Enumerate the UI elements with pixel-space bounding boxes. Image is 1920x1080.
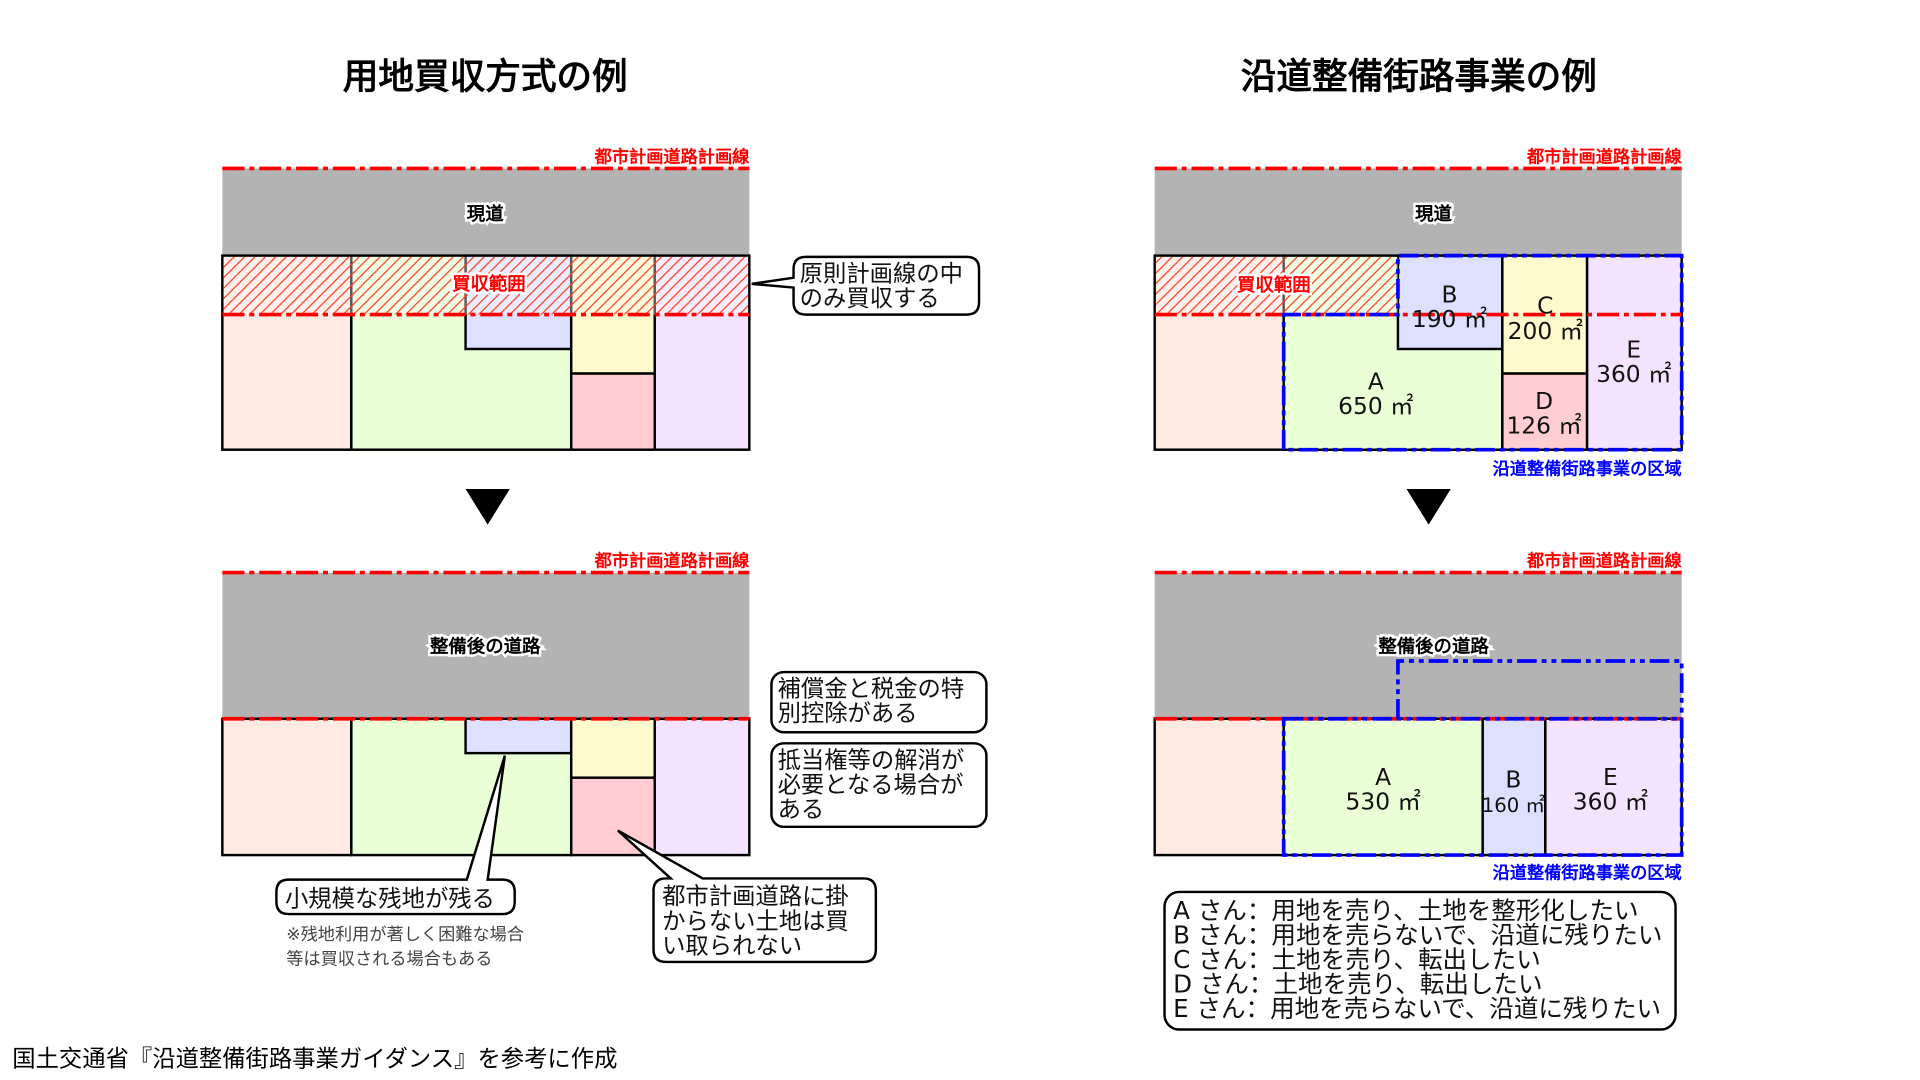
- lot-b-remnant: [464, 717, 573, 755]
- purchase-area-hatch: [223, 256, 749, 315]
- lot-a-name: A: [1375, 763, 1391, 791]
- project-zone-label: 沿道整備街路事業の区域: [1493, 458, 1682, 479]
- arrow-down-icon: [1406, 489, 1451, 525]
- road-label: 整備後の道路: [429, 635, 541, 657]
- left-title: 用地買収方式の例: [343, 57, 628, 98]
- lot-b-area: 160 ㎡: [1482, 794, 1546, 817]
- lot-c: [569, 717, 656, 779]
- lot-e: [653, 717, 751, 857]
- lot-b-name: B: [1442, 280, 1458, 308]
- road-label: 現道: [467, 203, 504, 225]
- lot-d-name: D: [1535, 387, 1553, 415]
- lot-b: [1481, 717, 1547, 857]
- lot-a-name: A: [1368, 368, 1384, 396]
- lot-left: [221, 717, 353, 857]
- callout-purchase-principle: 原則計画線の中 のみ買収する: [751, 255, 981, 316]
- callout-line: からない土地は買: [662, 907, 849, 935]
- lot-b-area: 190 ㎡: [1412, 305, 1487, 333]
- callout-line: 原則計画線の中: [800, 259, 963, 287]
- project-zone-road-outline: [1396, 659, 1684, 719]
- right-after-diagram: 都市計画道路計画線 整備後の道路 A 530 ㎡ B 160 ㎡ E 360 ㎡…: [1153, 550, 1684, 883]
- project-zone-outline: [1281, 253, 1684, 452]
- legend-item: B さん：用地を売らないで、沿道に残りたい: [1173, 921, 1662, 950]
- lot-a-area: 650 ㎡: [1338, 392, 1413, 420]
- note-line: ※残地利用が著しく困難な場合: [286, 925, 524, 945]
- callout-line: のみ買収する: [800, 284, 940, 312]
- callout-tax: 補償金と税金の特 別控除がある: [770, 670, 988, 734]
- lot-d-area: 126 ㎡: [1506, 412, 1581, 440]
- road-label: 現道: [1415, 203, 1452, 225]
- lot-left: [1153, 717, 1285, 857]
- lot-e-area: 360 ㎡: [1573, 788, 1648, 816]
- left-after-diagram: 都市計画道路計画線 整備後の道路 補償金と税金の特 別控除がある 抵当権等の解消…: [221, 550, 988, 969]
- legend-item: C さん：土地を売り、転出したい: [1173, 945, 1541, 974]
- right-title: 沿道整備街路事業の例: [1241, 57, 1597, 98]
- owner-intent-legend: A さん：用地を売り、土地を整形化したい B さん：用地を売らないで、沿道に残り…: [1163, 890, 1677, 1031]
- road-label: 整備後の道路: [1377, 635, 1489, 657]
- note-line: 等は買収される場合もある: [286, 949, 492, 969]
- legend-item: E さん：用地を売らないで、沿道に残りたい: [1173, 994, 1661, 1023]
- existing-road: [222, 168, 750, 256]
- existing-road: [1154, 168, 1682, 256]
- callout-line: ある: [778, 795, 825, 823]
- callout-line: 別控除がある: [778, 699, 918, 727]
- right-before-diagram: 都市計画道路計画線 現道 買収範囲 B 190 ㎡ C 200 ㎡ E 360 …: [1153, 146, 1684, 479]
- purchase-label: 買収範囲: [452, 273, 526, 295]
- arrow-down-icon: [465, 489, 510, 525]
- source-footer: 国土交通省『沿道整備街路事業ガイダンス』を参考に作成: [12, 1044, 617, 1072]
- purchase-area-hatch: [1155, 256, 1398, 315]
- lot-a: [1282, 717, 1484, 857]
- plan-line-label: 都市計画道路計画線: [594, 550, 751, 571]
- project-zone-outline: [1281, 716, 1684, 857]
- purchase-label: 買収範囲: [1237, 274, 1311, 296]
- plan-line-label: 都市計画道路計画線: [1526, 550, 1683, 571]
- legend-item: D さん：土地を売り、転出したい: [1173, 970, 1542, 999]
- lot-e-area: 360 ㎡: [1596, 360, 1671, 388]
- lot-c-area: 200 ㎡: [1508, 317, 1583, 345]
- callout-not-bought: 都市計画道路に掛 からない土地は買 い取られない: [617, 829, 878, 964]
- callout-line: 都市計画道路に掛: [662, 882, 849, 910]
- callout-line: い取られない: [662, 931, 802, 959]
- callout-text: 小規模な残地が残る: [285, 885, 495, 913]
- callout-line: 抵当権等の解消が: [778, 746, 965, 774]
- lot-c-name: C: [1537, 291, 1553, 319]
- lot-e-name: E: [1626, 336, 1641, 364]
- lot-a-area: 530 ㎡: [1346, 788, 1421, 816]
- legend-item: A さん：用地を売り、土地を整形化したい: [1173, 896, 1638, 925]
- lot-e: [1544, 717, 1683, 857]
- improved-road: [222, 572, 750, 719]
- lot-d: [569, 372, 656, 451]
- plan-line-label: 都市計画道路計画線: [594, 146, 751, 167]
- callout-line: 必要となる場合が: [778, 770, 964, 798]
- project-zone-label: 沿道整備街路事業の区域: [1493, 862, 1682, 883]
- improved-road: [1154, 572, 1682, 719]
- left-before-diagram: 都市計画道路計画線 現道 買収範囲 原則計画線の中 のみ買収する: [221, 146, 981, 451]
- lot-b: [1396, 254, 1504, 351]
- lot-b-name: B: [1505, 766, 1521, 794]
- callout-line: 補償金と税金の特: [778, 675, 965, 703]
- lot-e-name: E: [1603, 763, 1618, 791]
- callout-mortgage: 抵当権等の解消が 必要となる場合が ある: [770, 742, 988, 829]
- callout-remnant: 小規模な残地が残る: [275, 755, 516, 916]
- plan-line-label: 都市計画道路計画線: [1526, 146, 1683, 167]
